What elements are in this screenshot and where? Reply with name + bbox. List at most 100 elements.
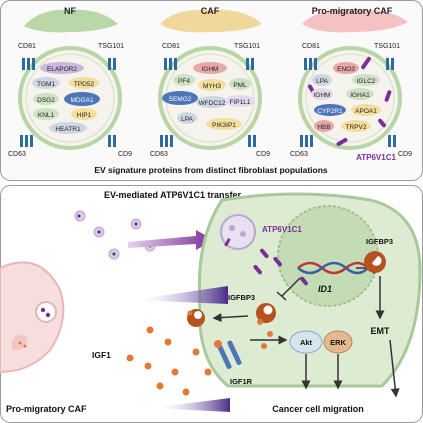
pro-caf-protein-pill <box>333 62 359 74</box>
endosome <box>220 214 256 250</box>
panel-heading-caf: CAF <box>201 6 220 16</box>
pro-caf-protein-label: LPA <box>316 78 328 85</box>
nf-protein-label: TPD52 <box>74 81 95 88</box>
igfbp3-secretion-arrow <box>212 313 249 323</box>
caf-protein-label: PF4 <box>178 78 190 85</box>
atp6v1c1-cytosol-rods <box>253 248 308 286</box>
nf-receptor-bottom-left <box>20 135 33 147</box>
caf-receptor-right <box>246 58 254 70</box>
caf-protein-pill <box>193 62 227 74</box>
nf-receptor-bottom-right <box>108 135 116 147</box>
caf-cd9-label: CD9 <box>256 151 270 158</box>
caf-protein-pill <box>173 74 195 86</box>
pro-caf-protein-pill <box>346 88 374 100</box>
caf-protein-label: PIK3IP1 <box>212 122 236 129</box>
caf-cd81-label: CD81 <box>162 43 180 50</box>
nf-cell-shape <box>24 9 118 33</box>
panel-heading-pro-caf: Pro-migratory CAF <box>312 6 393 16</box>
atp6v1c1-highlight-label: ATP6V1C1 <box>356 153 396 162</box>
caf-protein-label: MYH3 <box>203 83 221 90</box>
nf-cd9-label: CD9 <box>118 151 132 158</box>
caf-protein-pill <box>206 118 242 130</box>
transfer-arrow <box>128 230 214 250</box>
panel-heading-nf: NF <box>64 6 76 16</box>
caf-protein-label: FIP1L1 <box>230 99 251 106</box>
dna-helix <box>297 261 369 275</box>
igf1-ligand-group <box>126 326 212 396</box>
gradient-wedge-lower <box>152 398 230 412</box>
akt-label: Akt <box>300 338 313 347</box>
pro-caf-cell-shape <box>302 9 408 33</box>
igf1r-label: IGF1R <box>230 377 253 386</box>
pro-caf-protein-label: TRPV2 <box>346 124 367 131</box>
nf-cd63-label: CD63 <box>8 151 26 158</box>
id1-gene-label: ID1 <box>318 284 332 294</box>
pro-caf-cd63-label: CD63 <box>290 151 308 158</box>
erk-node <box>323 330 353 354</box>
nf-protein-pill <box>33 108 59 120</box>
pro-caf-protein-pill <box>351 104 381 116</box>
caf-protein-pill <box>198 79 226 91</box>
caf-protein-label: PML <box>233 82 247 89</box>
igfbp3-left-label: IGFBP3 <box>228 293 255 302</box>
caf-protein-pill <box>177 112 197 124</box>
caf-protein-pill <box>162 91 198 105</box>
nf-protein-pill <box>33 93 59 105</box>
nf-protein-pill <box>32 77 60 89</box>
emt-to-migration-arrow <box>389 339 400 398</box>
caf-protein-label: IGHM <box>202 66 219 73</box>
nf-protein-label: HEATR1 <box>55 126 81 133</box>
igf1r-receptor <box>214 340 242 369</box>
pro-caf-protein-label: ENO3 <box>337 66 355 73</box>
caf-protein-label: SEMG2 <box>169 96 192 103</box>
igf1-label: IGF1 <box>92 350 111 360</box>
nf-receptor-right <box>108 58 116 70</box>
pro-caf-protein-pill <box>352 74 380 86</box>
nf-protein-label: ELAPOR2 <box>47 66 77 73</box>
outcome-label: Cancer cell migration <box>272 404 364 414</box>
caf-protein-pill <box>229 78 251 90</box>
pro-caf-protein-pill <box>311 88 333 100</box>
pro-caf-protein-label: HBB <box>317 124 330 131</box>
nf-protein-pill <box>69 77 99 89</box>
pro-caf-protein-label: IGHA1 <box>350 92 370 99</box>
nf-protein-label: MDGA1 <box>70 97 94 104</box>
caf-receptor-left <box>164 58 177 70</box>
caf-receptor-bottom-right <box>248 135 256 147</box>
caf-protein-pill <box>196 96 228 108</box>
pro-caf-protein-label: APOA1 <box>355 108 377 115</box>
igfbp3-right-shape <box>364 251 386 273</box>
gradient-wedge-upper <box>132 286 228 304</box>
pro-caf-source-cell <box>0 261 65 374</box>
nf-protein-label: KNL1 <box>38 112 55 119</box>
pro-caf-receptor-left <box>304 58 317 70</box>
top-panel-title: EV signature proteins from distinct fibr… <box>94 165 328 175</box>
pro-caf-protein-pill <box>341 120 371 132</box>
nf-protein-label: HIP1 <box>77 112 92 119</box>
nf-protein-pill <box>64 92 100 106</box>
caf-receptor-bottom-left <box>160 135 173 147</box>
nf-tsg101-label: TSG101 <box>98 43 124 50</box>
emt-label: EMT <box>371 326 391 336</box>
caf-protein-pill <box>225 95 255 107</box>
pro-caf-cd9-label: CD9 <box>398 151 412 158</box>
pro-caf-protein-label: IGLC2 <box>357 78 376 85</box>
atp6v1c1-rods <box>308 56 392 146</box>
nf-protein-pill <box>71 108 97 120</box>
igfbp3-left-shape <box>256 303 276 323</box>
pro-caf-receptor-bottom-left <box>300 135 313 147</box>
pro-caf-tsg101-label: TSG101 <box>374 43 400 50</box>
nf-protein-pill <box>40 62 84 74</box>
nf-receptor-left <box>22 58 35 70</box>
pro-caf-protein-pill <box>314 104 346 116</box>
nf-protein-pill <box>49 122 87 134</box>
source-cell-label: Pro-migratory CAF <box>6 404 87 414</box>
secreted-igfbp3 <box>187 309 205 327</box>
pro-caf-protein-label: IGHM <box>314 92 331 99</box>
nf-protein-label: TGM1 <box>37 81 55 88</box>
phospho-markers <box>257 319 273 349</box>
inhibit-bar-left <box>276 291 287 301</box>
nf-protein-label: DSG2 <box>37 97 55 104</box>
pro-caf-receptor-right <box>386 58 394 70</box>
